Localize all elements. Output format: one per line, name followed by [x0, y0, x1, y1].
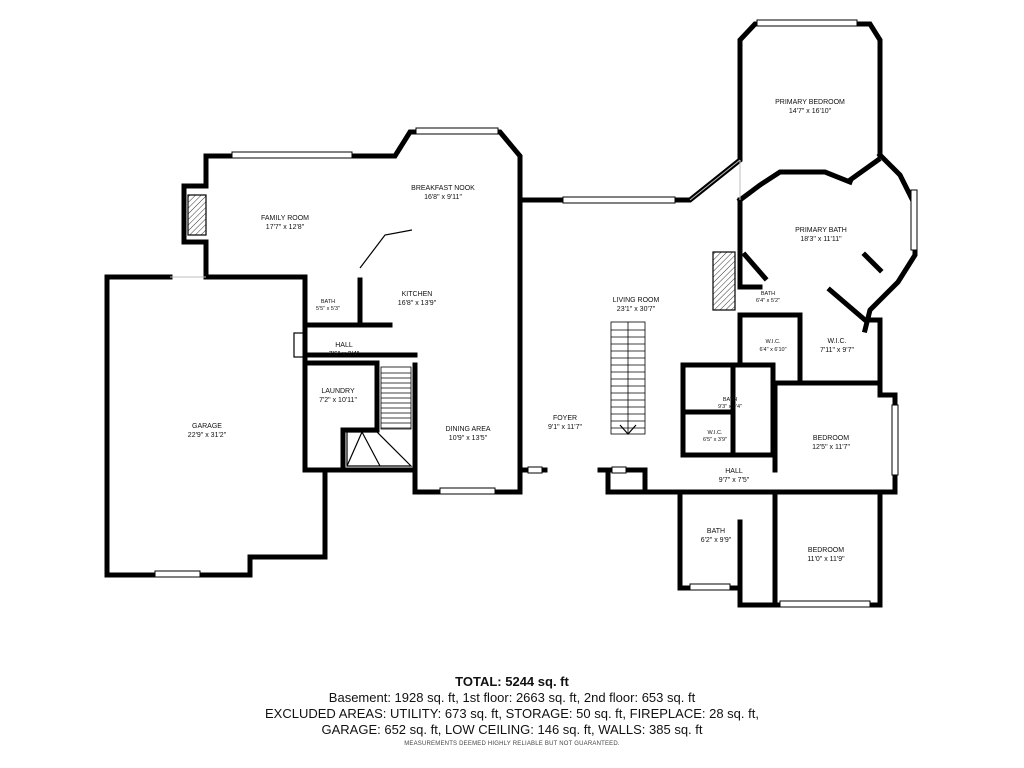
- dim-dining-area: 10'9" x 13'5": [449, 435, 488, 442]
- kitchen-counter: [359, 229, 413, 269]
- label-living-room: LIVING ROOM: [613, 297, 660, 304]
- label-breakfast-nook: BREAKFAST NOOK: [411, 185, 475, 192]
- label-hall-east: HALL: [725, 468, 743, 475]
- dim-bedroom-east: 12'5" x 11'7": [812, 444, 850, 451]
- label-bedroom-south: BEDROOM: [808, 547, 844, 554]
- fireplace-west: [187, 194, 207, 236]
- label-bath-small: BATH: [321, 299, 335, 305]
- dim-foyer: 9'1" x 11'7": [548, 424, 582, 431]
- dim-laundry: 7'2" x 10'11": [319, 397, 357, 404]
- area-summary: TOTAL: 5244 sq. ft Basement: 1928 sq. ft…: [0, 674, 1024, 747]
- label-bath-mid: BATH: [723, 397, 737, 403]
- dim-hall-east: 9'7" x 7'5": [719, 477, 750, 484]
- dim-wic-left: 6'4" x 6'10": [759, 347, 786, 353]
- label-laundry: LAUNDRY: [321, 388, 355, 395]
- dim-bath-small: 5'5" x 5'3": [316, 306, 340, 312]
- label-bath-south: BATH: [707, 528, 725, 535]
- windows: [154, 19, 918, 608]
- staircase-main: [610, 321, 646, 435]
- dim-primary-bath: 18'3" x 11'11": [800, 236, 842, 243]
- label-family-room: FAMILY ROOM: [261, 215, 309, 222]
- dim-bath-south: 6'2" x 9'9": [701, 537, 732, 544]
- label-primary-bedroom: PRIMARY BEDROOM: [775, 99, 845, 106]
- dim-bath-primary-wc: 6'4" x 5'2": [756, 298, 780, 304]
- dim-wic-right: 7'11" x 9'7": [820, 347, 854, 354]
- dim-wic-mid: 6'5" x 3'9": [703, 437, 727, 443]
- dim-garage: 22'9" x 31'2": [188, 432, 227, 439]
- staircase-laundry: [346, 366, 413, 467]
- floor-breakdown: Basement: 1928 sq. ft, 1st floor: 2663 s…: [328, 690, 696, 705]
- total-area: TOTAL: 5244 sq. ft: [455, 674, 569, 689]
- dim-breakfast-nook: 16'8" x 9'11": [424, 194, 462, 201]
- dim-bedroom-south: 11'0" x 11'9": [807, 556, 845, 563]
- fireplace-east: [712, 251, 736, 311]
- label-wic-left: W.I.C.: [766, 339, 781, 345]
- excluded-areas-line1: EXCLUDED AREAS: UTILITY: 673 sq. ft, STO…: [265, 706, 759, 721]
- disclaimer: MEASUREMENTS DEEMED HIGHLY RELIABLE BUT …: [404, 741, 620, 747]
- dim-bath-mid: 9'3" x 9'4": [718, 404, 742, 410]
- walls: [104, 21, 918, 608]
- dim-family-room: 17'7" x 12'8": [266, 224, 305, 231]
- label-wic-right: W.I.C.: [827, 338, 846, 345]
- label-garage: GARAGE: [192, 423, 222, 430]
- label-primary-bath: PRIMARY BATH: [795, 227, 847, 234]
- dim-living-room: 23'1" x 30'7": [617, 306, 656, 313]
- label-bedroom-east: BEDROOM: [813, 435, 849, 442]
- dim-primary-bedroom: 14'7" x 16'10": [789, 108, 832, 115]
- label-hall-west: HALL: [335, 342, 353, 349]
- dim-kitchen: 16'8" x 13'9": [398, 300, 437, 307]
- label-foyer: FOYER: [553, 415, 577, 422]
- hall-entry-door: [293, 332, 305, 358]
- label-kitchen: KITCHEN: [402, 291, 433, 298]
- label-bath-primary-wc: BATH: [761, 291, 775, 297]
- label-wic-mid: W.I.C.: [708, 430, 723, 436]
- excluded-areas-line2: GARAGE: 652 sq. ft, LOW CEILING: 146 sq.…: [321, 722, 703, 737]
- room-labels: FAMILY ROOM 17'7" x 12'8" BREAKFAST NOOK…: [188, 99, 855, 563]
- dim-hall-west: 7'6" x 3'4": [329, 351, 360, 358]
- label-dining-area: DINING AREA: [445, 426, 490, 433]
